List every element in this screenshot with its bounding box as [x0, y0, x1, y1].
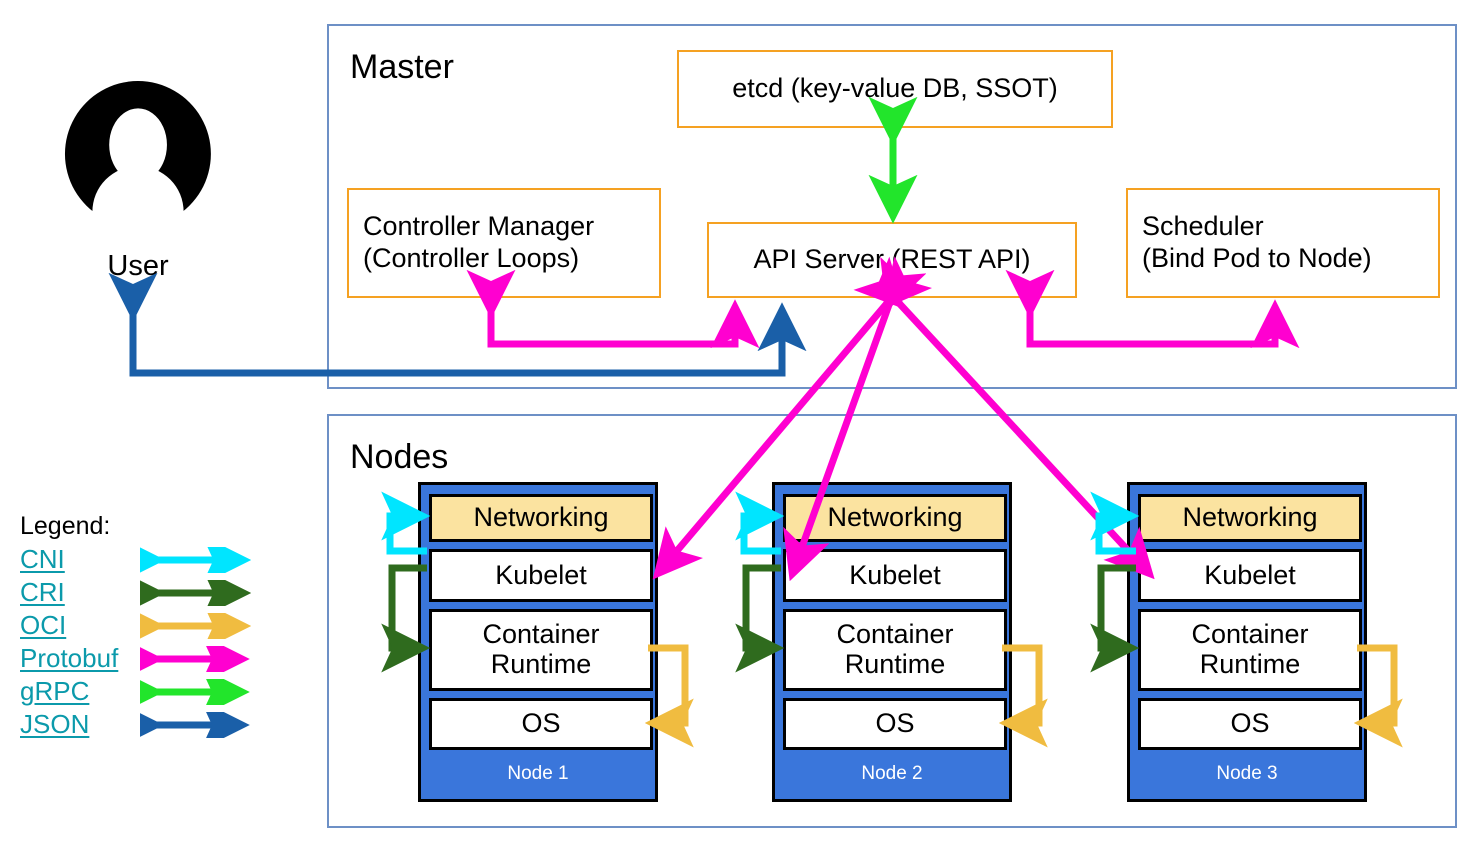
scheduler-label: Scheduler (Bind Pod to Node)	[1142, 211, 1372, 275]
legend-item-json[interactable]: JSON	[20, 708, 254, 741]
node-3-kubelet-label: Kubelet	[1204, 559, 1296, 590]
node-3-networking-label: Networking	[1182, 502, 1318, 533]
node-1-os-label: OS	[521, 708, 561, 739]
node-2-name: Node 2	[861, 763, 923, 784]
legend-title: Legend:	[20, 512, 111, 540]
legend-arrow-oci-icon	[140, 612, 252, 639]
node-2-networking-layer[interactable]: Networking	[783, 494, 1007, 542]
node-card-1[interactable]: Networking Kubelet Container Runtime OS …	[418, 482, 658, 802]
legend-label-grpc[interactable]: gRPC	[20, 676, 90, 706]
node-3-container-runtime-layer[interactable]: Container Runtime	[1138, 609, 1362, 691]
node-1-kubelet-label: Kubelet	[495, 559, 587, 590]
user-avatar-icon	[64, 81, 211, 230]
node-1-networking-layer[interactable]: Networking	[429, 494, 653, 542]
etcd-label: etcd (key-value DB, SSOT)	[732, 73, 1058, 104]
node-2-kubelet-label: Kubelet	[849, 559, 941, 590]
master-group-title: Master	[350, 48, 454, 86]
node-1-name: Node 1	[507, 763, 569, 784]
api-server-box[interactable]: API Server (REST API)	[707, 222, 1077, 298]
legend-label-oci[interactable]: OCI	[20, 610, 67, 640]
legend-arrow-cni-icon	[140, 546, 252, 573]
node-1-container-runtime-label: Container Runtime	[482, 619, 600, 679]
etcd-box[interactable]: etcd (key-value DB, SSOT)	[677, 50, 1113, 128]
node-1-networking-label: Networking	[473, 502, 609, 533]
node-2-os-label: OS	[875, 708, 915, 739]
legend-arrow-json-icon	[140, 711, 250, 738]
node-1-os-layer[interactable]: OS	[429, 698, 653, 750]
legend-arrow-cri-icon	[140, 579, 252, 606]
node-3-runtime-line1: Container	[1191, 619, 1309, 650]
node-card-3[interactable]: Networking Kubelet Container Runtime OS …	[1127, 482, 1367, 802]
controller-manager-line1: Controller Manager	[363, 211, 595, 242]
legend-label-cni[interactable]: CNI	[20, 544, 65, 574]
node-3-networking-layer[interactable]: Networking	[1138, 494, 1362, 542]
legend-label-protobuf[interactable]: Protobuf	[20, 643, 119, 673]
node-2-runtime-line1: Container	[836, 619, 954, 650]
api-server-label: API Server (REST API)	[753, 244, 1031, 275]
legend-item-cni[interactable]: CNI	[20, 543, 254, 576]
legend-item-cri[interactable]: CRI	[20, 576, 254, 609]
controller-manager-box[interactable]: Controller Manager (Controller Loops)	[347, 188, 661, 298]
node-3-runtime-line2: Runtime	[1199, 649, 1301, 679]
controller-manager-line2: (Controller Loops)	[363, 243, 580, 273]
node-card-2[interactable]: Networking Kubelet Container Runtime OS …	[772, 482, 1012, 802]
legend-arrow-protobuf-icon	[140, 645, 250, 672]
legend-item-oci[interactable]: OCI	[20, 609, 254, 642]
node-2-kubelet-layer[interactable]: Kubelet	[783, 549, 1007, 602]
scheduler-line1: Scheduler	[1142, 211, 1264, 242]
legend-arrow-grpc-icon	[140, 678, 250, 705]
node-1-container-runtime-layer[interactable]: Container Runtime	[429, 609, 653, 691]
legend-label-cri[interactable]: CRI	[20, 577, 65, 607]
node-3-os-layer[interactable]: OS	[1138, 698, 1362, 750]
node-3-kubelet-layer[interactable]: Kubelet	[1138, 549, 1362, 602]
node-2-container-runtime-layer[interactable]: Container Runtime	[783, 609, 1007, 691]
node-2-container-runtime-label: Container Runtime	[836, 619, 954, 679]
legend: Legend: CNI CRI OCI Protobuf	[20, 512, 254, 741]
scheduler-line2: (Bind Pod to Node)	[1142, 243, 1372, 273]
legend-label-json[interactable]: JSON	[20, 709, 90, 739]
node-1-kubelet-layer[interactable]: Kubelet	[429, 549, 653, 602]
node-2-networking-label: Networking	[827, 502, 963, 533]
node-2-os-layer[interactable]: OS	[783, 698, 1007, 750]
user-label: User	[107, 250, 169, 282]
scheduler-box[interactable]: Scheduler (Bind Pod to Node)	[1126, 188, 1440, 298]
node-3-name: Node 3	[1216, 763, 1278, 784]
node-1-runtime-line1: Container	[482, 619, 600, 650]
controller-manager-label: Controller Manager (Controller Loops)	[363, 211, 594, 275]
node-3-container-runtime-label: Container Runtime	[1191, 619, 1309, 679]
node-1-runtime-line2: Runtime	[490, 649, 592, 679]
legend-item-protobuf[interactable]: Protobuf	[20, 642, 254, 675]
node-3-os-label: OS	[1230, 708, 1270, 739]
node-2-runtime-line2: Runtime	[844, 649, 946, 679]
nodes-group-title: Nodes	[350, 438, 449, 476]
legend-item-grpc[interactable]: gRPC	[20, 675, 254, 708]
